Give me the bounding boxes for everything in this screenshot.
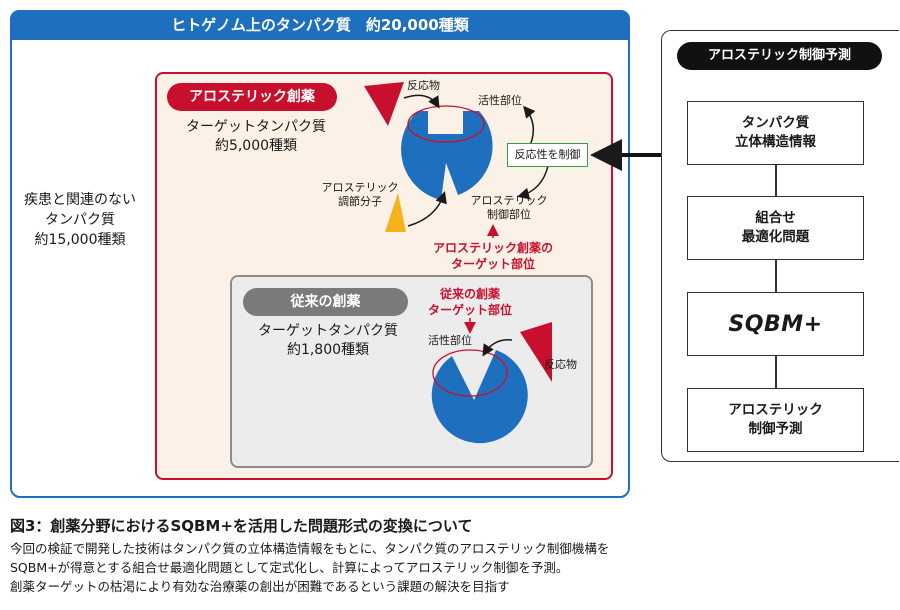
step-4-line2: 制御予測 <box>748 421 803 437</box>
conventional-active-site-ring <box>432 349 508 397</box>
allosteric-count-line2: 約5,000種類 <box>214 138 298 154</box>
conv-target-line2: ターゲット部位 <box>427 303 512 317</box>
step-2-line2: 最適化問題 <box>741 229 810 245</box>
allo-target-line2: ターゲット部位 <box>450 257 535 271</box>
step-structure-info: タンパク質 立体構造情報 <box>687 101 864 165</box>
genome-box-title: ヒトゲノム上のタンパク質 約20,000種類 <box>10 10 630 40</box>
non-disease-line2: タンパク質 <box>45 212 115 228</box>
step-combinatorial-optimization: 組合せ 最適化問題 <box>687 196 864 260</box>
step-sqbm: SQBM+ <box>687 292 864 356</box>
allosteric-target-count: ターゲットタンパク質 約5,000種類 <box>176 118 336 156</box>
modulator-arrow <box>407 191 447 227</box>
conventional-target-count: ターゲットタンパク質 約1,800種類 <box>248 322 408 360</box>
caption-title: 図3：創薬分野におけるSQBM+を活用した問題形式の変換について <box>10 517 473 535</box>
cycle-arrow-bottom <box>517 165 549 200</box>
conventional-count-line1: ターゲットタンパク質 <box>258 323 398 339</box>
conventional-reactant-wedge <box>520 322 552 382</box>
allosteric-pill: アロステリック創薬 <box>167 83 337 111</box>
non-disease-line1: 疾患と関連のない <box>24 192 136 208</box>
active-site-ring <box>407 105 485 143</box>
allo-site-line2: 制御部位 <box>487 208 531 221</box>
flow-connector-1 <box>775 165 777 196</box>
conventional-target-site-label: 従来の創薬 ターゲット部位 <box>420 286 520 318</box>
flow-connector-3 <box>775 356 777 388</box>
allosteric-control-site-label: アロステリック 制御部位 <box>469 194 549 222</box>
conv-target-line1: 従来の創薬 <box>439 287 500 301</box>
conventional-pill: 従来の創薬 <box>243 288 408 316</box>
step-2-line1: 組合せ <box>755 210 796 226</box>
reactivity-control-box: 反応性を制御 <box>507 143 588 167</box>
allosteric-modulator-label: アロステリック 調節分子 <box>320 181 400 209</box>
conventional-reactant-arrow <box>482 339 513 357</box>
caption-line-1: 今回の検証で開発した技術はタンパク質の立体構造情報をもとに、タンパク質のアロステ… <box>10 541 610 556</box>
allosteric-reactant-label: 反応物 <box>407 79 440 92</box>
step-1-line1: タンパク質 <box>741 115 810 131</box>
conventional-reactant-label: 反応物 <box>544 358 577 371</box>
allo-target-line1: アロステリック創薬の <box>433 241 554 255</box>
modulator-line1: アロステリック <box>321 181 399 194</box>
step-allosteric-prediction: アロステリック 制御予測 <box>687 388 864 452</box>
step-4-line1: アロステリック <box>728 402 823 418</box>
allo-site-line1: アロステリック <box>470 194 548 207</box>
caption-line-3: 創薬ターゲットの枯渇により有効な治療薬の創出が困難であるという課題の解決を目指す <box>10 579 510 594</box>
step-1-line2: 立体構造情報 <box>735 134 816 150</box>
conventional-protein-shape <box>431 350 528 444</box>
flow-connector-2 <box>775 260 777 292</box>
prediction-bracket <box>661 30 899 462</box>
allosteric-reactant-wedge <box>364 82 404 126</box>
allosteric-protein-shape <box>401 111 493 200</box>
caption-line-2: SQBM+が得意とする組合せ最適化問題として定式化し、計算によってアロステリック… <box>10 560 569 575</box>
reactant-arrow <box>403 94 440 109</box>
modulator-line2: 調節分子 <box>338 195 382 208</box>
non-disease-label: 疾患と関連のない タンパク質 約15,000種類 <box>20 190 140 250</box>
allosteric-count-line1: ターゲットタンパク質 <box>186 119 326 135</box>
conventional-count-line2: 約1,800種類 <box>286 342 370 358</box>
prediction-title: アロステリック制御予測 <box>677 42 882 70</box>
step-3-label: SQBM+ <box>728 311 823 337</box>
conventional-active-site-label: 活性部位 <box>428 334 472 347</box>
allosteric-target-site-label: アロステリック創薬の ターゲット部位 <box>433 240 553 272</box>
allosteric-modulator-shape <box>385 193 406 232</box>
allosteric-active-site-label: 活性部位 <box>478 94 522 107</box>
non-disease-line3: 約15,000種類 <box>34 232 126 248</box>
